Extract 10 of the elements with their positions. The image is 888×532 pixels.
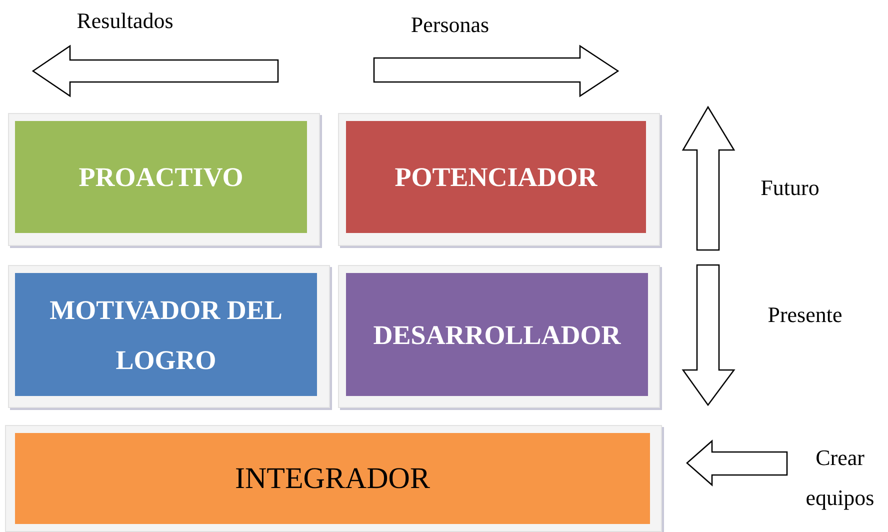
axis-label: Resultados	[76, 8, 174, 34]
axis-label: Crear equipos	[804, 444, 876, 512]
role-box: DESARROLLADOR	[346, 273, 648, 396]
role-box: MOTIVADOR DEL LOGRO	[15, 273, 317, 396]
axis-label: Personas	[410, 12, 490, 38]
axis-label: Presente	[766, 302, 844, 328]
role-box: POTENCIADOR	[346, 121, 646, 233]
role-box: INTEGRADOR	[15, 433, 650, 524]
axis-label: Futuro	[760, 175, 820, 201]
role-box: PROACTIVO	[15, 121, 307, 233]
